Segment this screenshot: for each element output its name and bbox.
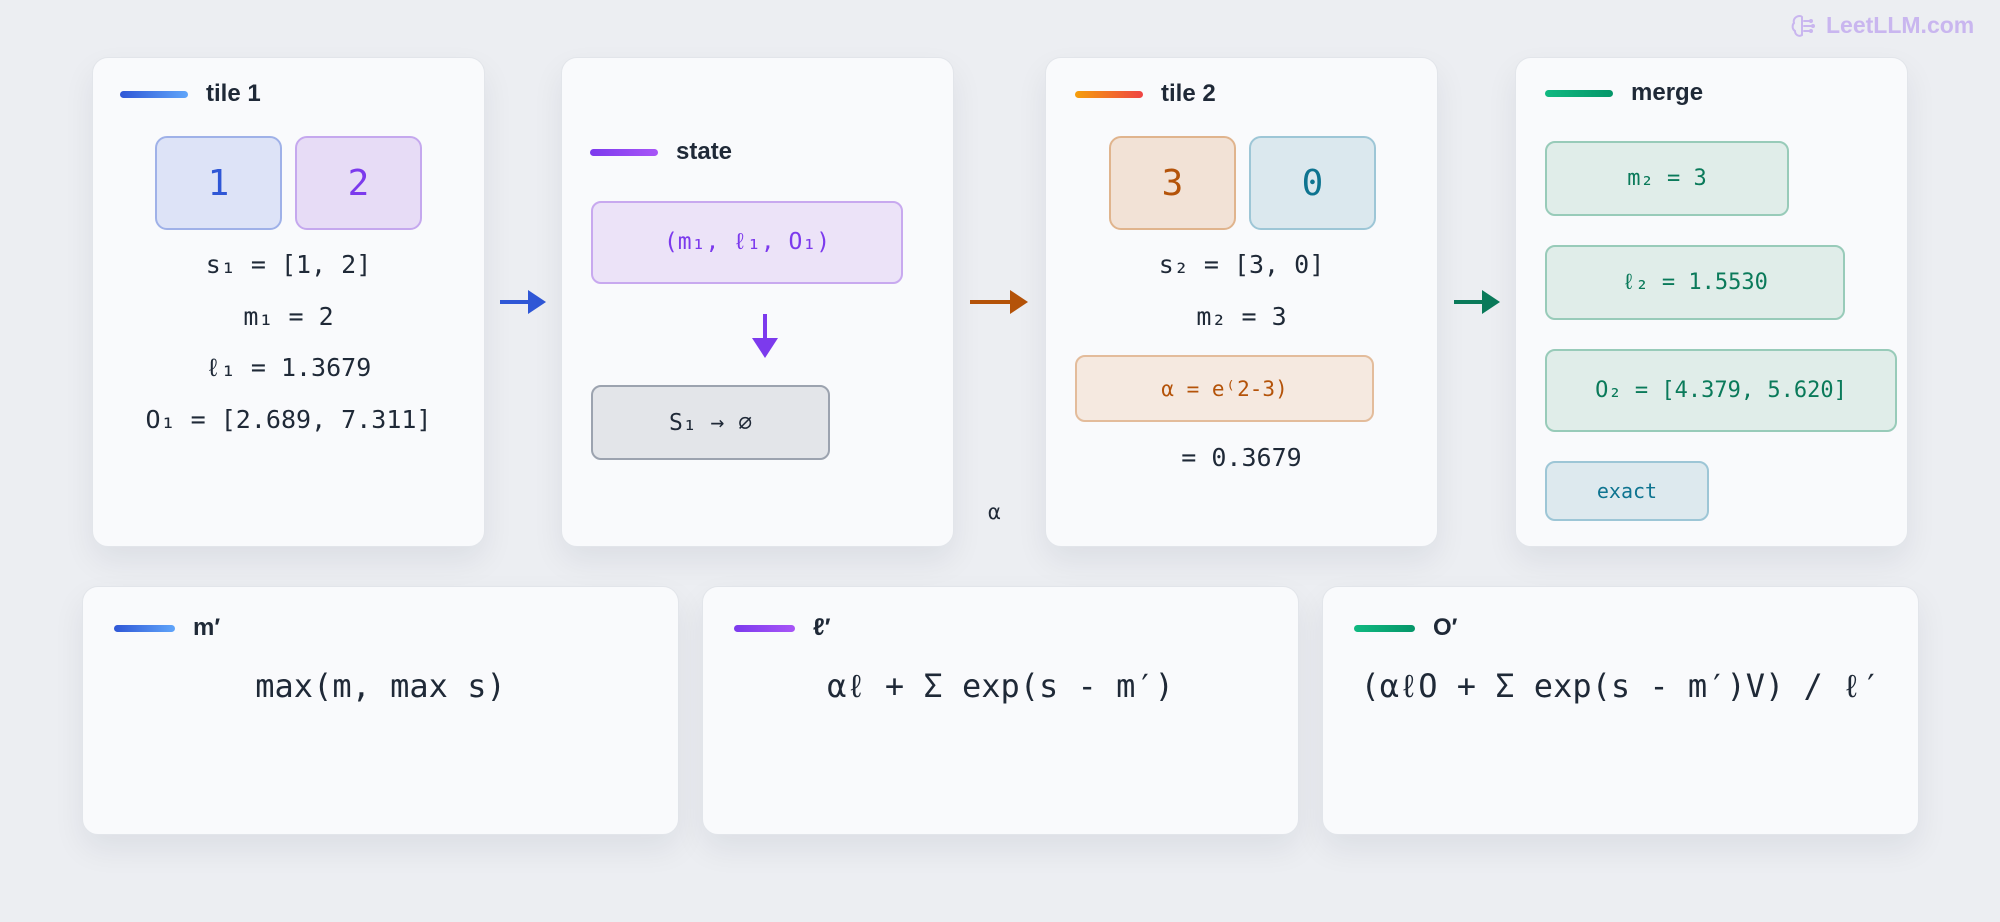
tile1-sum: ℓ₁ = 1.3679	[205, 353, 372, 382]
tile1-scores: s₁ = [1, 2]	[205, 250, 372, 279]
watermark-text: LeetLLM.com	[1826, 12, 1975, 38]
tile2-max: m₂ = 3	[1196, 302, 1287, 331]
state-down-arrow	[752, 314, 778, 358]
state-accent-bar	[590, 148, 658, 156]
formula-card-m: m′ max(m, max s)	[82, 586, 679, 835]
tile2-cell-3: 3	[1109, 136, 1236, 230]
arrow-state-to-tile2	[970, 290, 1028, 314]
tile2-accent-bar	[1075, 90, 1143, 98]
tile1-title: tile 1	[206, 80, 261, 107]
formula-card-o: O′ (αℓO + Σ exp(s - m′)V) / ℓ′	[1322, 586, 1919, 835]
tile1-cell-1: 1	[155, 136, 282, 230]
formula-l-expr: αℓ + Σ exp(s - m′)	[827, 667, 1174, 705]
formula-l-accent-bar	[734, 624, 795, 632]
merge-exact-badge: exact	[1545, 461, 1709, 521]
state-discard-box: S₁ → ∅	[591, 385, 830, 460]
tile1-max: m₁ = 2	[243, 302, 334, 331]
merge-title: merge	[1631, 79, 1704, 106]
arrow-tile1-to-state	[500, 290, 546, 314]
tile2-alpha-value: = 0.3679	[1181, 443, 1302, 472]
formula-card-l: ℓ′ αℓ + Σ exp(s - m′)	[702, 586, 1299, 835]
formula-o-expr: (αℓO + Σ exp(s - m′)V) / ℓ′	[1360, 667, 1881, 705]
formula-m-title: m′	[193, 614, 221, 641]
formula-m-accent-bar	[114, 624, 175, 632]
state-card: state (m₁, ℓ₁, O₁) S₁ → ∅	[561, 57, 954, 547]
tile2-alpha-box: α = e⁽2-3)	[1075, 355, 1374, 422]
tile1-accent-bar	[120, 90, 188, 98]
tile2-cell-0: 0	[1249, 136, 1376, 230]
state-title: state	[676, 138, 733, 165]
formula-l-title: ℓ′	[813, 614, 831, 641]
tile1-output: O₁ = [2.689, 7.311]	[145, 405, 432, 434]
merge-max-box: m₂ = 3	[1545, 141, 1789, 216]
tile1-card: tile 1 1 2 s₁ = [1, 2] m₁ = 2 ℓ₁ = 1.367…	[92, 57, 485, 547]
formula-o-title: O′	[1433, 614, 1458, 641]
brain-logo-icon	[1791, 14, 1815, 37]
state-tuple-box: (m₁, ℓ₁, O₁)	[591, 201, 903, 284]
tile1-cell-2: 2	[295, 136, 422, 230]
watermark: LeetLLM.com	[1790, 12, 1974, 39]
tile2-scores: s₂ = [3, 0]	[1158, 250, 1325, 279]
formula-m-expr: max(m, max s)	[255, 667, 506, 705]
merge-card: merge m₂ = 3 ℓ₂ = 1.5530 O₂ = [4.379, 5.…	[1515, 57, 1908, 547]
tile2-title: tile 2	[1161, 80, 1216, 107]
tile2-card: tile 2 3 0 s₂ = [3, 0] m₂ = 3 α = e⁽2-3)…	[1045, 57, 1438, 547]
merge-accent-bar	[1545, 89, 1613, 97]
formula-o-accent-bar	[1354, 624, 1415, 632]
arrow-tile2-to-merge	[1454, 290, 1500, 314]
merge-output-box: O₂ = [4.379, 5.620]	[1545, 349, 1897, 432]
alpha-label: α	[988, 500, 1001, 524]
merge-sum-box: ℓ₂ = 1.5530	[1545, 245, 1845, 320]
